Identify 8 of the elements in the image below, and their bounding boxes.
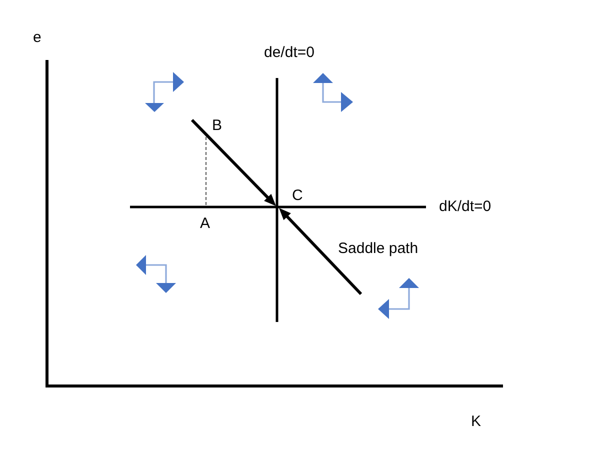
point-label: A xyxy=(200,216,210,231)
isocline-label: dK/dt=0 xyxy=(439,199,492,214)
isocline-label: de/dt=0 xyxy=(264,45,314,60)
point-label: C xyxy=(292,188,303,203)
axis-label: K xyxy=(471,414,482,429)
axis-label: e xyxy=(33,30,42,45)
path-label: Saddle path xyxy=(338,241,418,256)
point-label: B xyxy=(212,118,222,133)
